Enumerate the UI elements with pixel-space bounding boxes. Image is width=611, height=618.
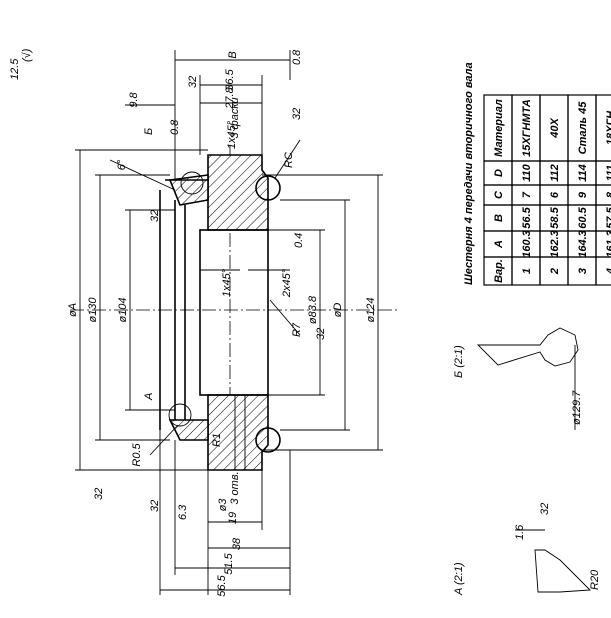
rough-32-e: 32 <box>93 488 105 500</box>
table-cell: Сталь 45 <box>577 101 589 155</box>
table-cell: 112 <box>549 164 561 182</box>
synchro-ring-upper <box>168 174 209 206</box>
table-cell: 56.5 <box>521 206 533 228</box>
detail-a-radius: R20 <box>589 569 601 590</box>
rough-32-c: 32 <box>149 210 161 222</box>
table-cell: 161.3 <box>605 230 611 258</box>
dim-27-8-label: 27.8 <box>224 86 236 109</box>
dim-phi124-label: ø124 <box>365 297 377 322</box>
gear-body-upper-section <box>207 154 269 231</box>
table-cell: 15ХГНМТА <box>521 99 533 157</box>
leader-RC <box>274 139 301 179</box>
detail-b-profile <box>476 327 579 367</box>
dim-56-5-label: 56.5 <box>216 574 228 596</box>
detail-a-view: A (2:1) 1.6 R20 32 <box>453 503 601 596</box>
detail-a-rough: 32 <box>539 503 551 515</box>
dim-angle6-label: 6° <box>116 159 128 170</box>
rough-0-8-top: 0.8 <box>291 49 303 65</box>
table-cell: 6 <box>549 191 561 198</box>
table-cell: 4 <box>605 268 611 275</box>
dim-36-5-label: 36.5 <box>224 68 236 90</box>
table-cell: 7 <box>521 191 533 198</box>
table-grid: Вар. A B C D Материал 1 160.3 56.5 7 110 15ХГНМТА 2 1… <box>483 94 611 286</box>
table-header-cell: A <box>493 240 505 249</box>
table-header-cell: Материал <box>493 99 505 157</box>
table-cell: 162.3 <box>549 230 561 258</box>
groove-circle-upper <box>255 175 281 201</box>
dim-19-label: 19 <box>227 512 239 524</box>
detail-b-marker <box>180 171 204 195</box>
dim-RC-label: RC <box>283 152 295 168</box>
detail-a-marker <box>168 403 192 427</box>
table-cell: 1 <box>521 268 533 274</box>
leader-6deg <box>109 159 176 191</box>
table-cell: 160.3 <box>521 230 533 258</box>
table-header-cell: Вар. <box>493 259 505 283</box>
leader-R7 <box>269 299 301 336</box>
table-cell: 60.5 <box>577 206 589 228</box>
table-title: Шестерня 4 передачи вторичного вала <box>463 62 475 285</box>
general-roughness: 12.5 (√) <box>9 48 33 80</box>
leader-R05 <box>149 424 179 456</box>
dim-51-5-label: 51.5 <box>223 552 235 574</box>
dim-phiA-label: øA <box>67 303 79 317</box>
rough-32-b: 32 <box>291 108 303 120</box>
dim-fasci-label: 3 фаски <box>229 97 241 138</box>
detail-b-view: Б (2:1) ø129.7 <box>453 327 583 430</box>
table-cell: 3 <box>577 268 589 274</box>
dim-phi130-label: ø130 <box>87 297 99 323</box>
roughness-value: 12.5 <box>9 58 21 80</box>
detail-a-title: A (2:1) <box>453 562 465 596</box>
dim-ch2x45-label: 2x45° <box>281 268 293 298</box>
table-cell: 114 <box>577 164 589 182</box>
dim-B-label: B <box>227 51 239 58</box>
dim-38-label: 38 <box>231 537 243 550</box>
table-cell: 9 <box>577 191 589 198</box>
groove-circle-lower <box>255 427 281 453</box>
table-cell: 2 <box>549 268 561 275</box>
dim-R05-label: R0.5 <box>131 443 143 467</box>
table-header-cell: D <box>493 169 505 177</box>
table-cell: 110 <box>521 163 533 181</box>
detail-b-dim: ø129.7 <box>571 390 583 425</box>
table-header-cell: B <box>493 214 505 222</box>
section-label-a: A <box>143 393 155 401</box>
table-cell: 40Х <box>549 118 561 139</box>
main-section: B 36.5 27.8 9.8 3 фаски 1x45° 6° øA ø130… <box>67 49 400 597</box>
table-header-cell: C <box>493 190 505 199</box>
rough-32-f: 32 <box>149 500 161 512</box>
dim-holes-label: 3 отв. <box>229 471 241 504</box>
dim-R7-label: R7 <box>291 322 303 337</box>
rough-6-3: 6.3 <box>177 504 189 520</box>
table-cell: 8 <box>605 191 611 198</box>
bore-outline <box>199 229 269 396</box>
table-cell: 164.3 <box>577 230 589 258</box>
rough-0-8-mid: 0.8 <box>169 119 181 135</box>
table-cell: 111 <box>605 165 611 182</box>
table-cell-border <box>595 94 611 162</box>
rough-32-d: 32 <box>315 328 327 340</box>
detail-a-profile <box>534 549 592 593</box>
rough-32-a: 32 <box>187 76 199 88</box>
dim-phi104-label: ø104 <box>117 297 129 322</box>
detail-b-title: Б (2:1) <box>453 345 465 378</box>
roughness-symbol: (√) <box>21 48 33 62</box>
dim-phiD-label: øD <box>332 303 344 318</box>
dim-phi3-label: ø3 <box>217 498 229 512</box>
detail-a-dim: 1.6 <box>514 524 526 540</box>
variants-table: Шестерня 4 передачи вторичного вала Вар.… <box>463 62 611 286</box>
dim-ch1x45-label: 1x45° <box>221 268 233 297</box>
table-cell: 58.5 <box>549 206 561 228</box>
table-cell: 57.5 <box>605 206 611 228</box>
section-label-b: Б <box>143 128 155 135</box>
dim-R1-label: R1 <box>211 433 223 447</box>
dim-ch1x45-top-label: 1x45° <box>226 120 238 149</box>
dim-9-8-label: 9.8 <box>128 91 140 107</box>
synchro-ring-lower <box>168 419 209 441</box>
rough-0-4: 0.4 <box>293 233 305 248</box>
table-cell: 18ХГН <box>605 110 611 145</box>
dim-phi83-8-label: ø83.8 <box>307 295 319 324</box>
